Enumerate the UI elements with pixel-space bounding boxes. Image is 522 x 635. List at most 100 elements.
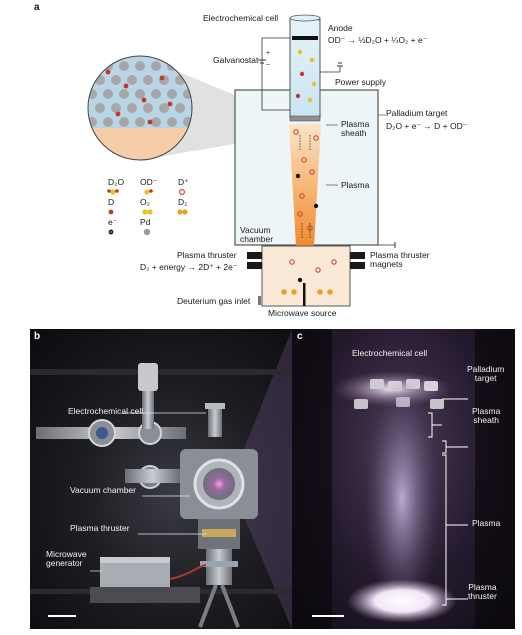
label-plasma-thruster-magnets: Plasma thruster magnets xyxy=(370,250,430,269)
label-b-vacuum-chamber: Vacuum chamber xyxy=(70,485,136,495)
legend-d2o-icon xyxy=(107,189,119,195)
label-deuterium-gas-inlet: Deuterium gas inlet xyxy=(177,296,251,306)
particle xyxy=(309,169,315,175)
schematic-svg xyxy=(87,14,396,307)
deuterium-atom xyxy=(115,111,121,117)
particle xyxy=(317,289,323,295)
particle xyxy=(295,93,301,99)
pd-lattice-atom xyxy=(151,89,161,99)
label-palladium-target: Palladium target xyxy=(386,108,448,118)
label-c-electrochemical-cell: Electrochemical cell xyxy=(352,348,428,358)
label-c-plasma-thruster: Plasma thruster xyxy=(468,582,497,601)
label-c-palladium-target: Palladium target xyxy=(467,364,505,383)
particle xyxy=(295,173,301,179)
pd-lattice-atom xyxy=(95,103,105,113)
label-b-microwave-generator: Microwave generator xyxy=(46,549,87,568)
panel-c-photo: Electrochemical cell Palladium target Pl… xyxy=(292,329,515,629)
particle xyxy=(291,289,297,295)
particle xyxy=(315,267,321,273)
deuterium-atom xyxy=(105,69,111,75)
particle xyxy=(289,259,295,265)
label-plasma-thruster: Plasma thruster xyxy=(177,250,237,260)
label-electrochemical-cell: Electrochemical cell xyxy=(203,13,279,23)
scale-bar-c xyxy=(312,615,344,617)
label-plasma-sheath: Plasma sheath xyxy=(341,119,370,138)
legend-eminus-label: e⁻ xyxy=(108,217,118,227)
pd-lattice-atom xyxy=(119,117,129,127)
pd-lattice-atom xyxy=(88,61,97,71)
palladium-target-bar xyxy=(289,115,321,122)
particle xyxy=(301,157,307,163)
pd-lattice-atom xyxy=(167,89,177,99)
deuterium-atom xyxy=(123,83,129,89)
particle xyxy=(331,259,337,265)
scale-bar-b xyxy=(48,615,76,617)
magnet-right-top xyxy=(350,252,365,259)
legend-dplus-icon xyxy=(179,189,185,195)
pd-lattice-atom xyxy=(119,61,129,71)
magnet-left-bottom xyxy=(247,262,262,269)
deuterium-atom xyxy=(159,75,165,81)
magnet-right-bottom xyxy=(350,262,365,269)
pd-lattice-atom xyxy=(111,75,121,85)
particle xyxy=(313,203,319,209)
pd-lattice-atom xyxy=(135,61,145,71)
deuterium-atom xyxy=(141,97,147,103)
particle xyxy=(297,211,303,217)
pd-lattice-atom xyxy=(127,75,137,85)
label-b-electrochemical-cell: Electrochemical cell xyxy=(68,406,144,416)
pd-lattice-atom xyxy=(175,103,185,113)
panel-label-a: a xyxy=(34,2,40,13)
legend-o2-label: O₂ xyxy=(140,197,150,207)
panel-label-b: b xyxy=(34,331,41,342)
pd-lattice-atom xyxy=(88,117,97,127)
photo-b-illustration xyxy=(30,329,292,629)
legend-d2o-label: D₂O xyxy=(108,177,125,187)
pd-lattice-atom xyxy=(135,117,145,127)
pd-lattice-atom xyxy=(119,89,129,99)
legend-d-icon xyxy=(108,209,114,215)
legend-pd-label: Pd xyxy=(140,217,151,227)
label-anode-reaction: OD⁻ → ½D₂O + ¼O₂ + e⁻ xyxy=(328,35,428,45)
label-b-plasma-thruster: Plasma thruster xyxy=(70,523,130,533)
particle xyxy=(297,277,303,283)
label-anode: Anode xyxy=(328,23,353,33)
particle xyxy=(307,97,313,103)
pd-lattice-atom xyxy=(151,117,161,127)
pd-lattice-atom xyxy=(88,89,97,99)
panel-a-schematic: Electrochemical cell Anode OD⁻ → ½D₂O + … xyxy=(87,13,468,318)
panel-label-c: c xyxy=(297,331,303,342)
legend-od-label: OD⁻ xyxy=(140,177,158,187)
label-c-plasma: Plasma xyxy=(472,518,501,528)
pd-lattice-atom xyxy=(159,103,169,113)
pd-lattice-atom xyxy=(183,61,192,71)
legend: D₂O OD⁻ D⁺ D O₂ D₂ e⁻ Pd xyxy=(100,178,205,238)
electrochemical-cell-tube xyxy=(289,17,321,119)
legend-d-label: D xyxy=(108,197,115,207)
label-microwave-source: Microwave source xyxy=(268,308,337,318)
label-thruster-reaction: D₂ + energy → 2D⁺ + 2e⁻ xyxy=(140,262,238,272)
particle xyxy=(299,71,305,77)
deuterium-atom xyxy=(147,119,153,125)
legend-dplus-label: D⁺ xyxy=(178,177,189,187)
legend-symbols xyxy=(107,189,188,236)
label-plasma: Plasma xyxy=(341,180,370,190)
plasma-thruster-box xyxy=(261,245,351,307)
zoom-wedge-b xyxy=(230,329,292,629)
pd-lattice-atom xyxy=(103,89,113,99)
legend-pd-icon xyxy=(143,228,151,236)
photo-c-illustration xyxy=(292,329,515,629)
deuterium-atom xyxy=(167,101,173,107)
legend-od-icon xyxy=(144,189,153,195)
particle xyxy=(299,193,305,199)
anode-bar xyxy=(292,36,318,40)
label-cathode-reaction: D₂O + e⁻ → D + OD⁻ xyxy=(386,121,468,131)
particle xyxy=(309,57,315,63)
label-power-supply: Power supply xyxy=(335,77,387,87)
particle xyxy=(327,289,333,295)
pd-lattice-atom xyxy=(111,103,121,113)
pd-lattice-atom xyxy=(127,103,137,113)
plasma-cone xyxy=(289,124,321,246)
legend-o2-icon xyxy=(142,209,153,215)
pd-lattice-atom xyxy=(143,75,153,85)
